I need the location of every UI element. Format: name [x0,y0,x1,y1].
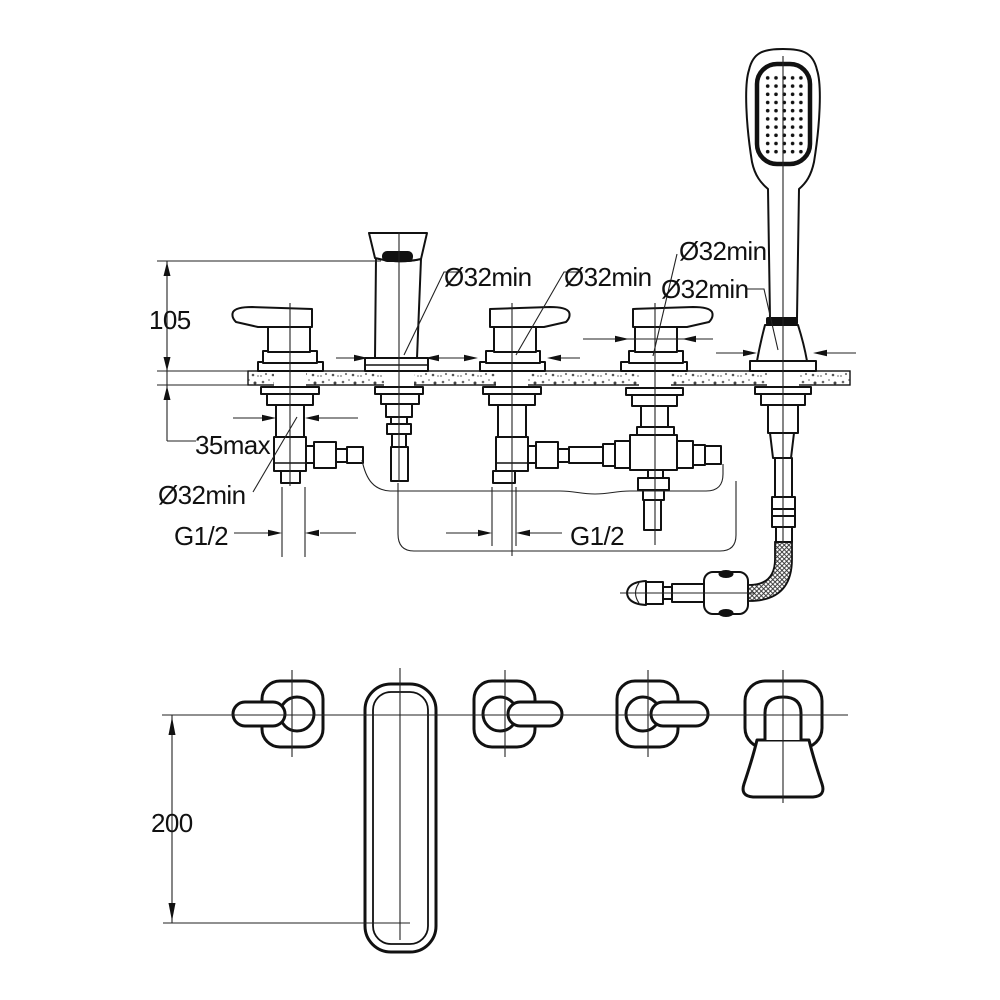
plan-view: 200 [151,668,848,954]
flex-hose [346,446,364,464]
holder-cone [756,324,808,362]
lever-handle [489,306,571,328]
plan-valve-left [231,679,325,749]
dimension-105: 105 [149,260,381,441]
dimension-dia-handshower: Ø32min [661,274,856,357]
g12-right-label: G1/2 [570,521,624,551]
dimension-35max: 35max [157,370,271,460]
plan-lever [649,700,710,728]
handshower-hose [620,541,793,617]
spout [364,232,429,482]
centerlines [289,56,784,556]
dimension-200: 200 [151,715,410,924]
dimension-g12-left: G1/2 [174,487,356,557]
diverter-valve [614,306,722,531]
dia-spout-label: Ø32min [444,262,531,292]
diverter-body [629,434,678,471]
diverter-tail-hose [643,499,662,531]
spout-mouth [382,251,413,262]
dia-diverter-label: Ø32min [679,236,766,266]
plan-diverter [615,679,710,749]
dimension-g12-right: G1/2 [446,487,625,551]
deck-slab [247,370,851,386]
spout-column [374,257,422,359]
hose-nut [313,441,337,469]
plan-lever [231,700,287,728]
plan-lever [506,700,564,728]
link-hose [568,446,604,464]
lever-handle [632,306,714,328]
lever-handle [231,306,313,328]
g12-left-label: G1/2 [174,521,228,551]
dia-handshower-label: Ø32min [661,274,748,304]
side-elevation-view: 105 35max Ø32min Ø32min [149,48,856,617]
dim-105-label: 105 [149,305,191,335]
mounting-deck [247,370,851,386]
hose-routing-lines [361,459,737,552]
valve-middle [479,306,616,484]
spray-nozzles [765,75,803,154]
plan-valve-middle [472,679,564,749]
plan-centerlines [162,668,848,940]
dim-200-label: 200 [151,808,193,838]
dimension-dia-valve2: Ø32min [445,262,652,362]
dimension-dia-valve1: Ø32min [158,414,358,510]
dia-valve2-label: Ø32min [564,262,651,292]
dim-35max-label: 35max [195,430,271,460]
dimension-dia-diverter: Ø32min [583,236,767,357]
dia-valve1-label: Ø32min [158,480,245,510]
dimension-dia-spout: Ø32min [336,262,532,362]
